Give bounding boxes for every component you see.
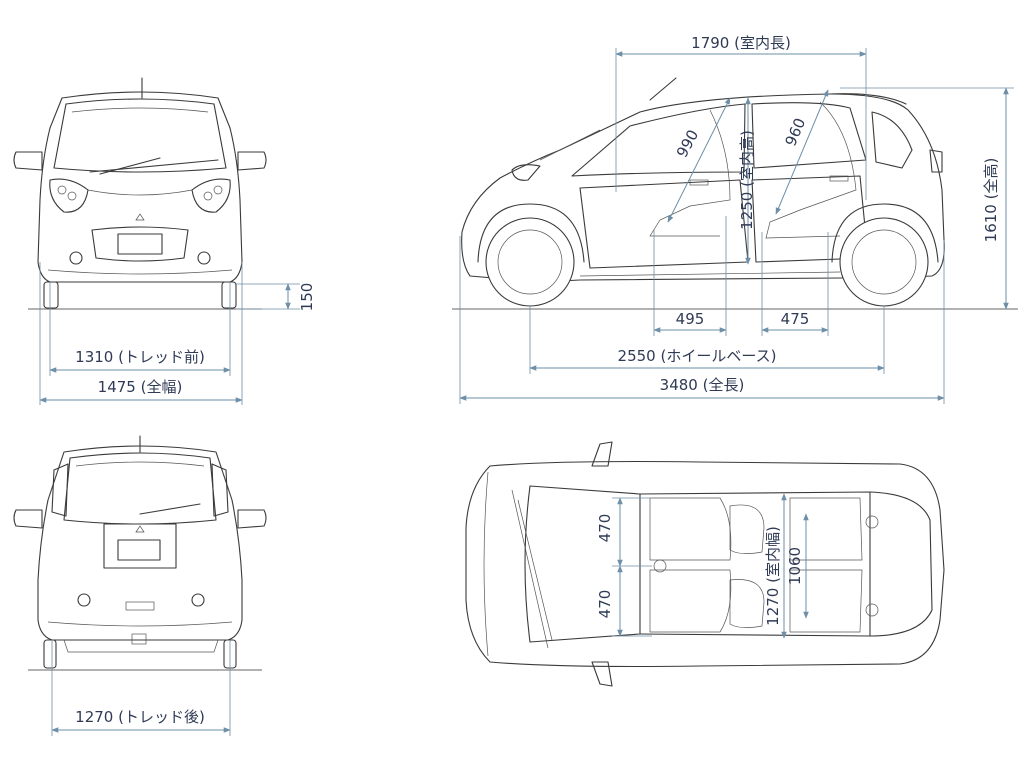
front-seat-width-2-label: 470 [596, 590, 614, 619]
front-seat-width-1-label: 470 [596, 514, 614, 543]
front-seat-diagonal-label: 990 [673, 127, 702, 161]
interior-length-label: 1790 (室内長) [691, 34, 791, 52]
overall-width-label: 1475 (全幅) [98, 378, 183, 396]
rear-dimensions [51, 640, 231, 736]
ground-clearance-label: 150 [298, 283, 316, 312]
front-dimensions [39, 262, 300, 405]
tread-rear-label: 1270 (トレッド後) [75, 708, 205, 726]
rear-width-label: 1060 [786, 547, 804, 585]
overall-length-label: 3480 (全長) [660, 376, 745, 394]
side-view-car [452, 77, 1018, 310]
top-view-car [465, 441, 945, 687]
rear-seat-depth-label: 475 [781, 310, 810, 328]
rear-view-car [13, 435, 267, 671]
side-dimensions [459, 48, 1014, 404]
front-view-car [13, 77, 267, 310]
top-dimensions [612, 493, 809, 639]
front-seat-depth-label: 495 [676, 310, 705, 328]
interior-height-label: 1250 (室内高) [738, 130, 756, 230]
wheelbase-label: 2550 (ホイールベース) [618, 347, 777, 365]
tread-front-label: 1310 (トレッド前) [75, 348, 205, 366]
interior-width-label: 1270 (室内幅) [764, 526, 782, 626]
overall-height-label: 1610 (全高) [982, 158, 1000, 243]
